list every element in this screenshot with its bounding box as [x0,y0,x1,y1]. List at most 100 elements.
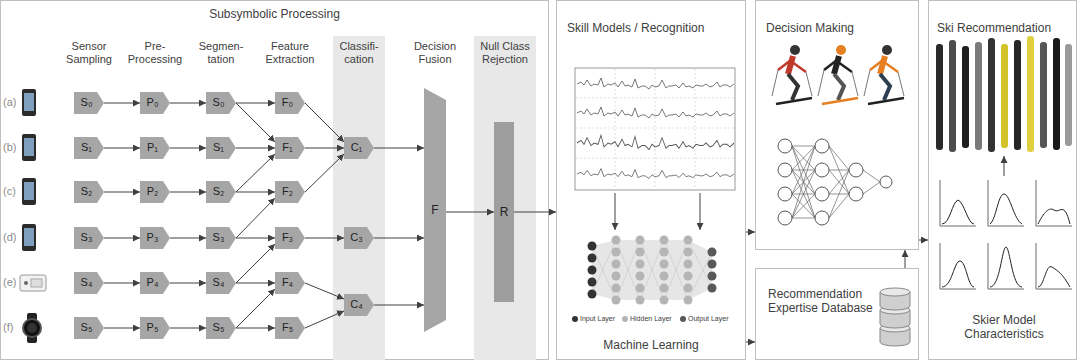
flow-arrow [236,154,275,192]
skier-figure [870,60,898,72]
watch-icon [27,313,37,343]
decision-network [880,176,892,188]
decision-network [778,163,792,177]
neural-network [660,236,669,305]
flow-arrow-illustration [615,193,700,230]
classifier-step: C₁ [344,137,374,159]
flow-arrow [236,103,275,142]
neural-network [708,272,717,281]
segmentation-step-outline [206,272,236,294]
text-holder: F₂ [275,181,305,203]
flow-arrow [236,198,275,238]
decision-network [849,187,863,201]
step-label: S₄ [81,276,93,289]
skier-figure [880,56,885,74]
step-label: S₀ [213,96,225,109]
decision-network [792,146,880,218]
sensor-sampling-step: S₃ [74,227,104,249]
panel-heading: Decision Making [766,21,916,35]
segmentation-step: S₁ [206,137,236,159]
flow-arrow [170,238,206,239]
preprocessing-step-outline [140,92,170,114]
panel-heading: Recommendation Expertise Database [768,287,873,316]
database-icon [880,288,910,296]
text-holder: Decision Making [766,21,916,35]
text-holder: F₄ [275,272,305,294]
text-holder: Skier Model Characteristics [954,313,1054,342]
text-holder: Sensor Sampling [57,40,121,66]
sensor-device-icon [20,275,46,291]
decision-network [815,211,829,225]
legend-swatch [680,316,686,322]
decision-network [815,163,829,177]
row-letter: (c) [3,185,21,198]
skier-model-charts [940,243,976,289]
flow-arrow [236,244,275,283]
watch-icon [23,319,41,337]
signal-plot [577,78,734,179]
phone-icon [22,134,36,161]
text-holder: (f) [3,321,21,334]
neural-network [708,284,717,293]
flow-arrow [919,240,928,241]
skier-model-charts [988,243,1024,289]
preprocessing-step-outline [140,181,170,203]
skier-model-charts [940,243,976,289]
skier-figure [834,56,839,74]
flow-arrow [104,103,140,104]
sensor-sampling-step: S₁ [74,137,104,159]
sensor-device-icon [31,279,42,287]
text-holder: Recommendation Expertise Database [768,287,873,316]
neural-network [708,260,717,269]
segmentation-step-outline [206,137,236,159]
text-holder: S₁ [206,137,236,159]
phone-icon [24,228,34,246]
decision-network [778,139,892,225]
classification-band: C₁C₃C₄Classifi- cation [333,36,385,360]
text-holder: F₀ [275,92,305,114]
decision-fusion-block-outline [424,88,446,332]
text-holder: S₂ [206,181,236,203]
text-holder: P₄ [140,272,170,294]
preprocessing-step-outline [140,227,170,249]
feature-extraction-step-outline [275,317,305,339]
skier-model-charts [988,180,1024,226]
step-label: P₀ [147,96,159,109]
text-holder: (c) [3,185,21,198]
text-holder: Segmen- tation [192,40,250,66]
classifier-step-outline [344,137,374,159]
flow-arrow [236,289,275,328]
neural-network [588,236,717,305]
preprocessing-step-outline [140,272,170,294]
text-holder: Feature Extraction [259,40,321,66]
step-label: S₁ [81,141,92,154]
skier-figure [868,98,904,104]
step-label: P₁ [147,141,158,154]
text-holder: Pre- Processing [123,40,187,66]
legend-label: Hidden Layer [630,315,672,323]
segmentation-step: S₅ [206,317,236,339]
skier-figure [790,45,800,55]
text-holder: Null Class Rejection [474,40,536,66]
preprocessing-step-outline [140,137,170,159]
skill-models-panel: Skill Models / RecognitionMachine Learni… [556,0,746,360]
flow-arrow [236,148,275,149]
step-label: S₃ [213,231,225,244]
segmentation-step: S₀ [206,92,236,114]
neural-network [588,242,597,299]
preprocessing-step: P₁ [140,137,170,159]
segmentation-step-outline [206,181,236,203]
neural-network [588,242,597,251]
skier-model-charts [940,180,976,226]
expertise-database-panel: Recommendation Expertise Database [755,268,919,360]
sensor-sampling-step: S₄ [74,272,104,294]
step-label: F₂ [282,185,293,198]
flow-arrow-illustration [700,193,701,230]
row-letter: (a) [3,96,21,109]
column-heading: Pre- Processing [123,40,187,66]
neural-network [612,236,693,305]
decision-network [778,139,792,153]
signal-plot [577,78,734,89]
text-holder: C₄ [344,294,374,316]
flow-arrow [170,148,206,149]
